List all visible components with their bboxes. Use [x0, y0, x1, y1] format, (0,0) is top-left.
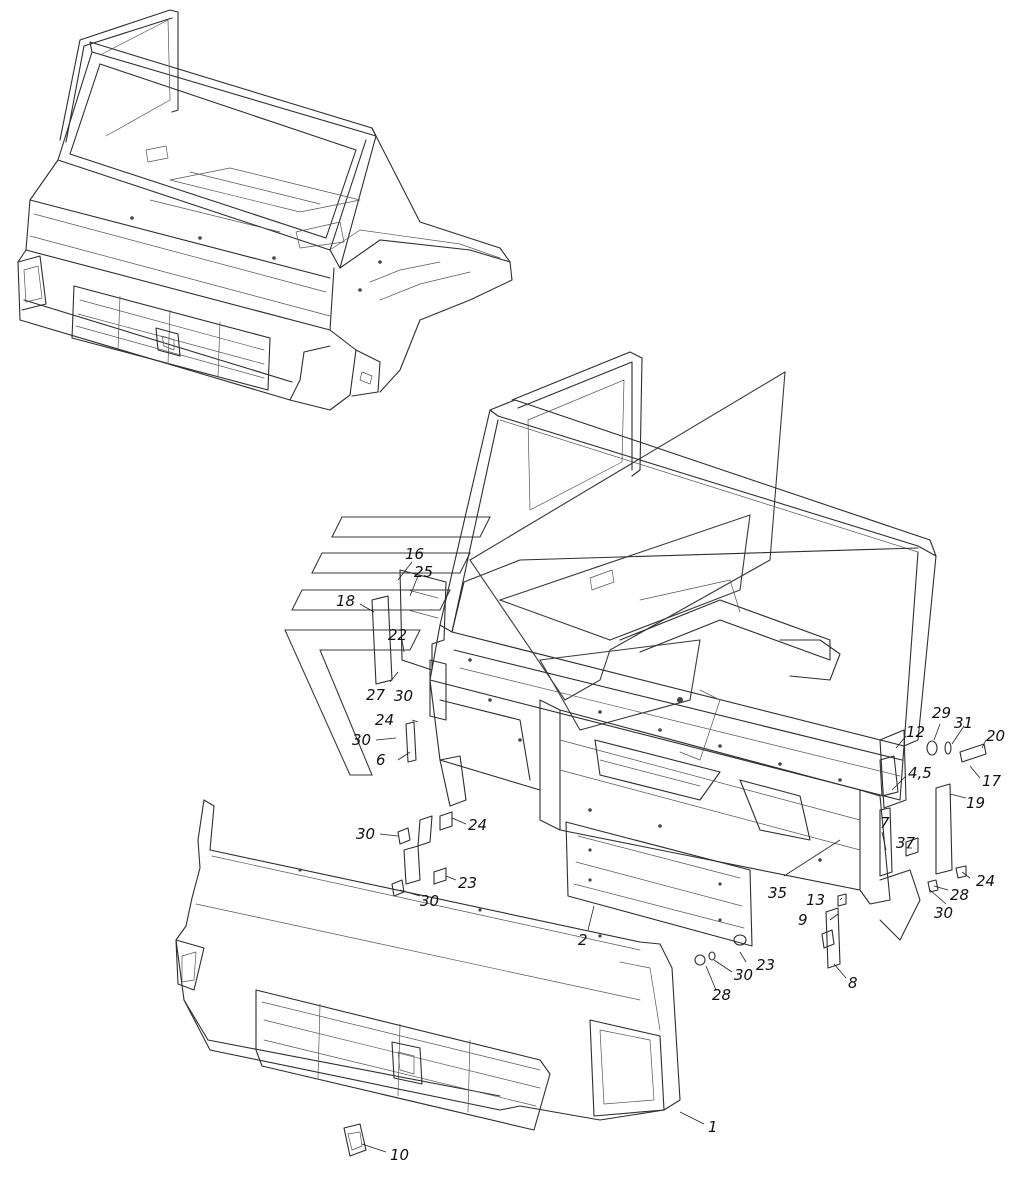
callout-7: 7: [880, 814, 890, 832]
callout-17: 17: [982, 772, 1002, 790]
callout-30-c: 30: [356, 825, 375, 843]
callout-10: 10: [390, 1146, 409, 1164]
callout-22: 22: [388, 626, 407, 644]
callout-31: 31: [954, 714, 973, 732]
emblem-part-10: [343, 1123, 367, 1157]
callout-27: 27: [366, 686, 386, 704]
callout-13: 13: [806, 891, 825, 909]
callout-24-mid: 24: [468, 816, 487, 834]
callout-30-a: 30: [394, 687, 413, 705]
assembled-cab-view: [17, 9, 513, 411]
callout-8: 8: [848, 974, 858, 992]
callout-18: 18: [336, 592, 355, 610]
cab-frame-view: [371, 351, 937, 941]
callout-23-left: 23: [458, 874, 477, 892]
callout-30-f: 30: [734, 966, 753, 984]
left-hardware-parts: [391, 721, 467, 897]
callout-19: 19: [966, 794, 985, 812]
callout-9: 9: [798, 911, 808, 929]
callout-4-5: 4,5: [908, 764, 932, 782]
callout-29: 29: [932, 704, 951, 722]
callout-28-right: 28: [950, 886, 969, 904]
panel-2: [565, 821, 753, 966]
callout-30-e: 30: [934, 904, 953, 922]
callout-25: 25: [414, 563, 433, 581]
callout-labels: 1 2 4,5 6 7 8 9 10 12 13 16 17 18 19 20 …: [336, 545, 1005, 1164]
callout-35: 35: [768, 884, 787, 902]
callout-30-b: 30: [352, 731, 371, 749]
callout-1: 1: [708, 1118, 718, 1136]
callout-28-bottom: 28: [712, 986, 731, 1004]
callout-20: 20: [986, 727, 1005, 745]
leader-lines: [359, 561, 987, 1153]
callout-12: 12: [906, 723, 925, 741]
callout-24-top: 24: [375, 711, 394, 729]
callout-23-right: 23: [756, 956, 775, 974]
callout-2: 2: [578, 931, 588, 949]
callout-24-right: 24: [976, 872, 995, 890]
callout-6: 6: [376, 751, 386, 769]
callout-16: 16: [405, 545, 424, 563]
callout-30-d: 30: [420, 892, 439, 910]
callout-37: 37: [896, 834, 916, 852]
right-hardware-parts: [821, 740, 987, 969]
front-panel-1: [175, 799, 681, 1131]
watermark-logo: [284, 370, 786, 776]
